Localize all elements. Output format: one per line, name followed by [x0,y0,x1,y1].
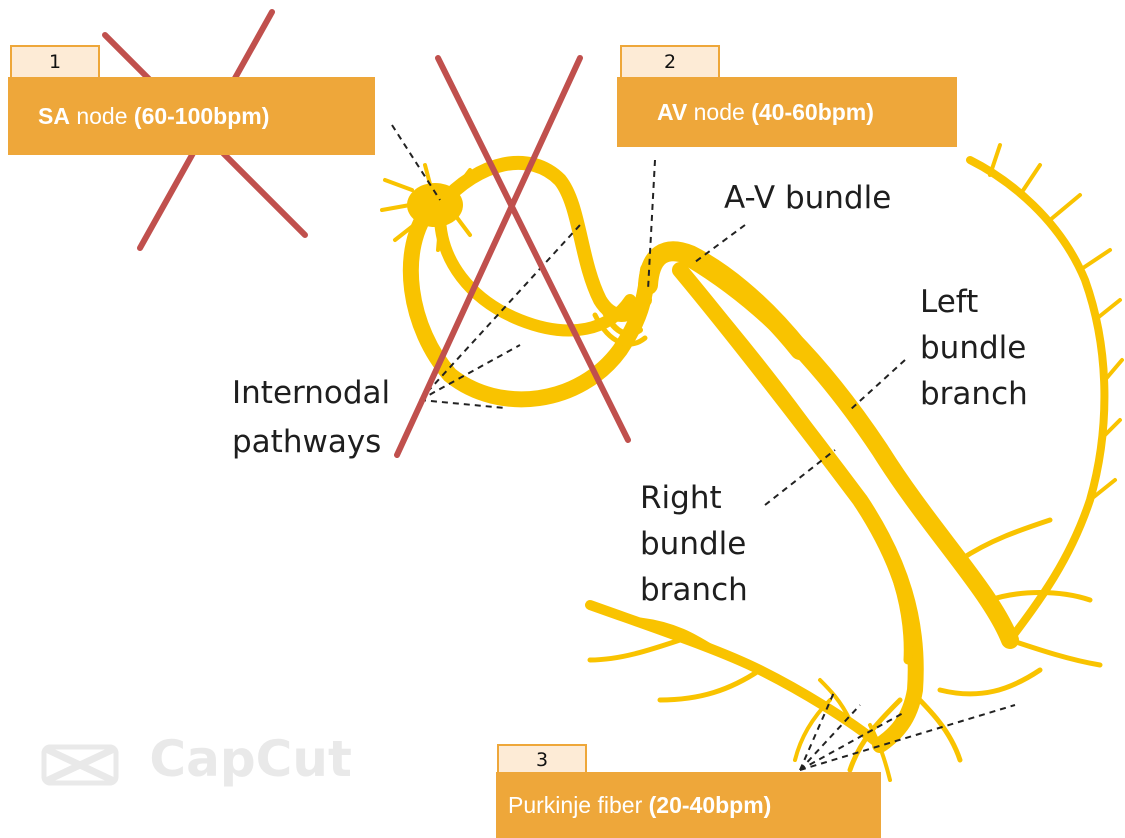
internodal-pathways-label-line-1: Internodal [232,375,391,411]
purkinje-leader-2 [799,704,861,771]
left-bundle-leader [849,359,906,411]
conduction-pathways [380,143,1124,782]
watermark-text: CapCut [149,730,352,788]
right-bundle-branch-label-line-2: bundle [640,526,747,562]
capcut-watermark: CapCut [40,730,352,788]
sa-node-word: node [76,103,128,129]
box-2-number-tab: 2 [620,45,720,77]
purkinje-fiber-name: Purkinje fiber [508,792,643,818]
av-node-box: AV node (40-60bpm) [617,77,957,147]
right-bundle-branch-label-line-3: branch [640,572,748,608]
box-1-number: 1 [48,51,62,73]
sa-node-box: SA node (60-100bpm) [8,77,375,155]
internodal-pathway-outer [402,197,656,408]
internodal-pathway-top [433,155,652,322]
av-node-word: node [693,99,745,125]
left-bundle-branch [681,249,1019,649]
sa-node-leader [391,124,441,201]
purkinje-leader-3 [799,711,906,771]
av-node-name: AV [657,99,688,125]
sa-node [407,183,463,227]
cross-internodal-a [435,55,631,443]
box-2-number: 2 [663,51,677,73]
purkinje-fiber-box: Purkinje fiber (20-40bpm) [496,772,881,838]
left-bundle-outer-fibers [966,156,1109,644]
left-bundle-branch-label-line-3: branch [920,376,1028,412]
capcut-logo-icon [40,741,120,785]
internodal-pathways-label-line-2: pathways [232,424,382,460]
av-node-rate: (40-60bpm) [751,99,874,125]
left-bundle-branch-label-line-2: bundle [920,330,1027,366]
purkinje-leader-4 [799,704,1016,771]
internodal-leader-2 [419,344,521,401]
box-1-number-tab: 1 [10,45,100,77]
purkinje-sweep [585,600,885,750]
cross-internodal-b [394,55,583,458]
sa-node-name: SA [38,103,70,129]
left-bundle-branch-label-line-1: Left [920,284,979,320]
av-bundle-label: A-V bundle [724,180,892,216]
box-3-number-tab: 3 [497,744,587,774]
right-bundle-leader [764,449,836,506]
internodal-pathway-inner [434,209,636,337]
purkinje-fiber-rate: (20-40bpm) [648,792,772,818]
leader-lines [391,124,1016,771]
right-bundle-branch-label-line-1: Right [640,480,722,516]
box-3-number: 3 [535,749,549,771]
purkinje-leader-1 [799,689,836,771]
internodal-leader-3 [419,399,506,409]
sa-node-rate: (60-100bpm) [133,103,270,129]
